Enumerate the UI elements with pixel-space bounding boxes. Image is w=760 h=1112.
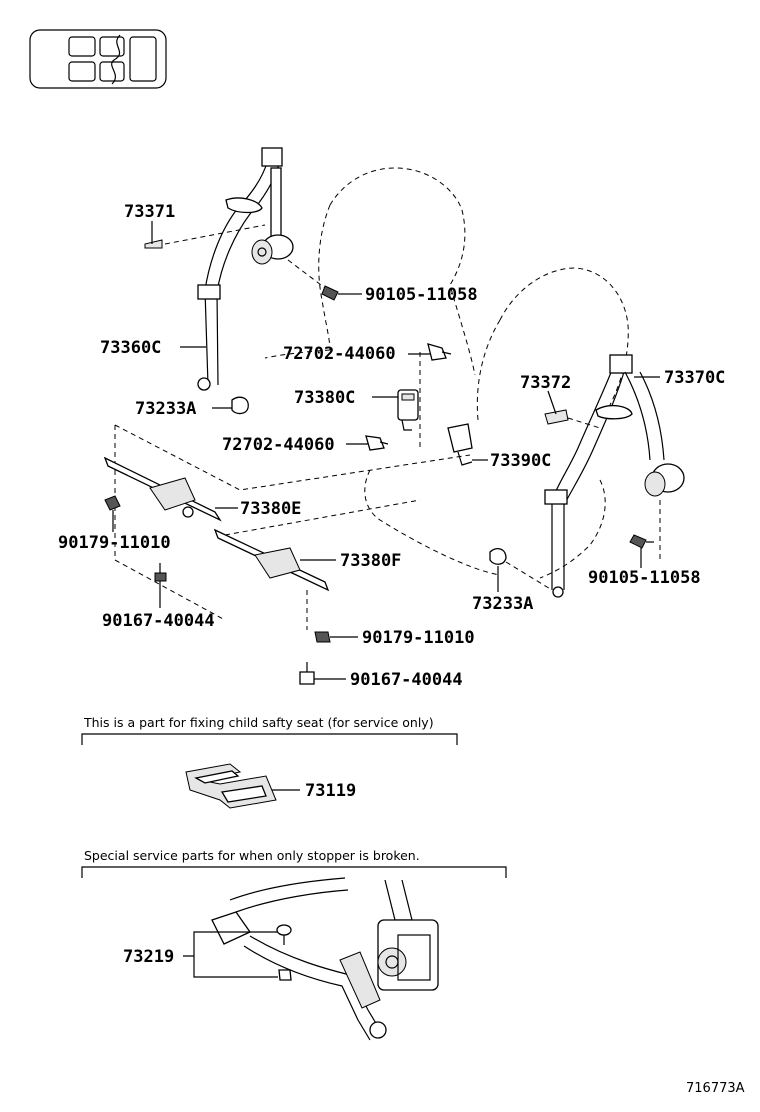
bolt-72702-a: [427, 343, 452, 361]
front-seat-belt-left: [197, 147, 294, 391]
label-73390c: 73390C: [490, 451, 551, 471]
label-73380e: 73380E: [240, 499, 301, 519]
label-90179-11010-b: 90179-11010: [362, 628, 475, 648]
label-72702-44060-a: 72702-44060: [283, 344, 396, 364]
label-73233a-a: 73233A: [135, 399, 196, 419]
bolt-90105-b: [629, 534, 654, 549]
bolt-90105-a: [321, 285, 346, 301]
label-73380c: 73380C: [294, 388, 355, 408]
anchor-bar-73380f: [213, 528, 330, 592]
front-seat-belt-right: [544, 354, 685, 598]
label-73380f: 73380F: [340, 551, 401, 571]
nut-90179-a: [104, 495, 121, 511]
buckle-73380c: [397, 389, 419, 431]
label-73219: 73219: [123, 947, 174, 967]
label-72702-44060-b: 72702-44060: [222, 435, 335, 455]
diagram-reference-number: 716773A: [686, 1081, 745, 1096]
label-90179-11010-a: 90179-11010: [58, 533, 171, 553]
note-child-seat: This is a part for fixing child safty se…: [83, 715, 434, 730]
note-stopper: Special service parts for when only stop…: [84, 848, 420, 863]
label-90167-40044-a: 90167-40044: [102, 611, 215, 631]
label-73370c: 73370C: [664, 368, 725, 388]
stopper-assembly-73219: [211, 877, 439, 1041]
buckle-73390c: [447, 423, 473, 466]
belt-cover-73371: [144, 239, 163, 249]
bolt-90167-a: [154, 563, 167, 582]
nut-90179-b: [314, 631, 331, 643]
label-90105-11058-b: 90105-11058: [588, 568, 701, 588]
anchor-bar-73380e: [103, 456, 222, 522]
label-73371: 73371: [124, 202, 175, 222]
label-90105-11058-a: 90105-11058: [365, 285, 478, 305]
belt-anchor-cover-a: [231, 396, 249, 415]
vehicle-seat-layout-icon: [29, 29, 167, 89]
belt-anchor-cover-b: [489, 547, 507, 565]
label-90167-40044-b: 90167-40044: [350, 670, 463, 690]
label-73372: 73372: [520, 373, 571, 393]
label-73119: 73119: [305, 781, 356, 801]
bolt-90167-b: [299, 662, 315, 685]
leader-lines: [112, 221, 660, 791]
bolt-72702-b: [365, 435, 389, 451]
belt-cover-73372: [544, 409, 569, 425]
child-seat-anchor-73119: [185, 763, 277, 809]
label-73360c: 73360C: [100, 338, 161, 358]
label-73233a-b: 73233A: [472, 594, 533, 614]
front-seat-outline-right: [224, 267, 629, 579]
